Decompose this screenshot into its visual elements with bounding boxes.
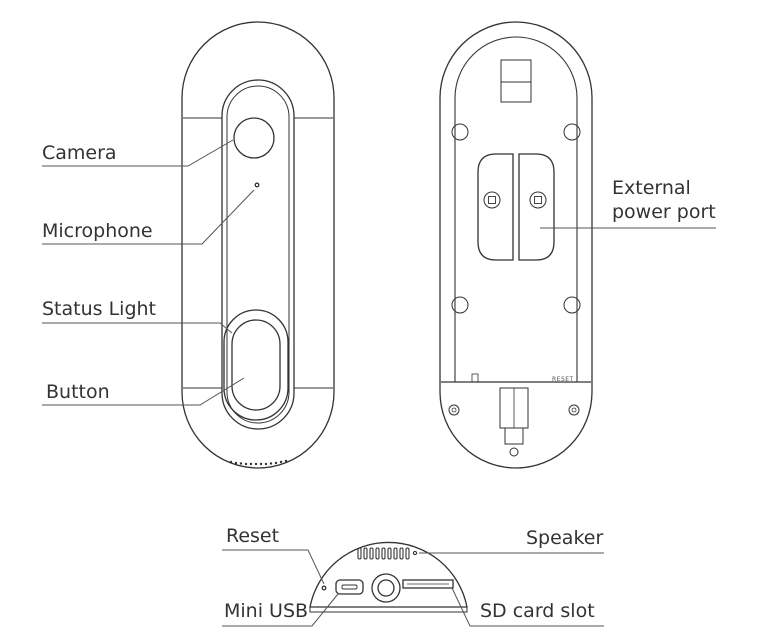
speaker-label: Speaker <box>526 527 604 549</box>
back-top-tab <box>500 59 532 103</box>
back-notch-top-left <box>451 123 469 141</box>
bottom-leader-lines <box>222 549 604 627</box>
mini-usb-leader <box>222 593 339 627</box>
power-screw-left-slot <box>488 196 496 204</box>
button-leader <box>42 377 245 406</box>
front-face-panel-inner <box>226 85 290 424</box>
back-sd-icon <box>471 373 479 383</box>
status-light-leader <box>42 322 233 334</box>
power-screw-left <box>483 191 501 209</box>
mini-usb-port <box>335 579 364 595</box>
back-screw-right <box>568 404 580 416</box>
bottom-speaker-slots <box>357 547 418 560</box>
camera-leader <box>42 139 234 167</box>
bottom-base-edge <box>309 607 468 613</box>
button-outer <box>223 309 289 421</box>
external-power-port-label-line1: External <box>612 177 691 199</box>
back-notch-bottom-right <box>563 296 581 314</box>
back-screw-left-center <box>451 407 457 413</box>
power-screw-right <box>529 191 547 209</box>
mini-usb-label: Mini USB <box>224 600 309 622</box>
power-block-right <box>518 153 555 261</box>
bottom-jack-outer <box>371 573 401 603</box>
bottom-body-outline <box>309 541 468 608</box>
back-stem-screw <box>509 447 519 457</box>
front-view-device <box>181 21 335 469</box>
button-label: Button <box>46 381 110 403</box>
mini-usb-inner <box>341 584 358 590</box>
power-block-left <box>477 153 514 261</box>
back-reset-engraving: RESET <box>552 376 574 383</box>
front-leader-lines <box>42 139 255 406</box>
microphone-label: Microphone <box>42 220 153 242</box>
status-light-label: Status Light <box>42 298 156 320</box>
reset-pinhole <box>321 585 327 591</box>
back-notch-top-right <box>563 123 581 141</box>
front-face-panel <box>221 79 295 430</box>
bottom-jack-inner <box>377 579 395 597</box>
reset-leader <box>222 549 325 585</box>
back-stem-cap <box>504 427 524 445</box>
front-body-outline <box>181 21 335 469</box>
back-notch-bottom-left <box>451 296 469 314</box>
back-view-device <box>439 21 593 469</box>
sd-card-slot <box>402 579 454 589</box>
back-body-outline <box>439 21 593 469</box>
sd-card-leader <box>451 587 604 627</box>
bottom-view-device <box>309 541 468 613</box>
back-screw-right-center <box>571 407 577 413</box>
power-screw-right-slot <box>534 196 542 204</box>
external-power-port-label-line2: power port <box>612 201 716 223</box>
camera-label: Camera <box>42 142 117 164</box>
reset-label: Reset <box>226 525 280 547</box>
back-mount-plate <box>454 36 578 382</box>
front-speaker-dots <box>229 459 288 466</box>
button-inner <box>231 319 281 411</box>
microphone-leader <box>42 189 255 245</box>
microphone-hole <box>254 182 260 188</box>
camera-lens <box>233 117 275 159</box>
back-screw-left <box>448 404 460 416</box>
sd-card-slot-label: SD card slot <box>480 600 595 622</box>
